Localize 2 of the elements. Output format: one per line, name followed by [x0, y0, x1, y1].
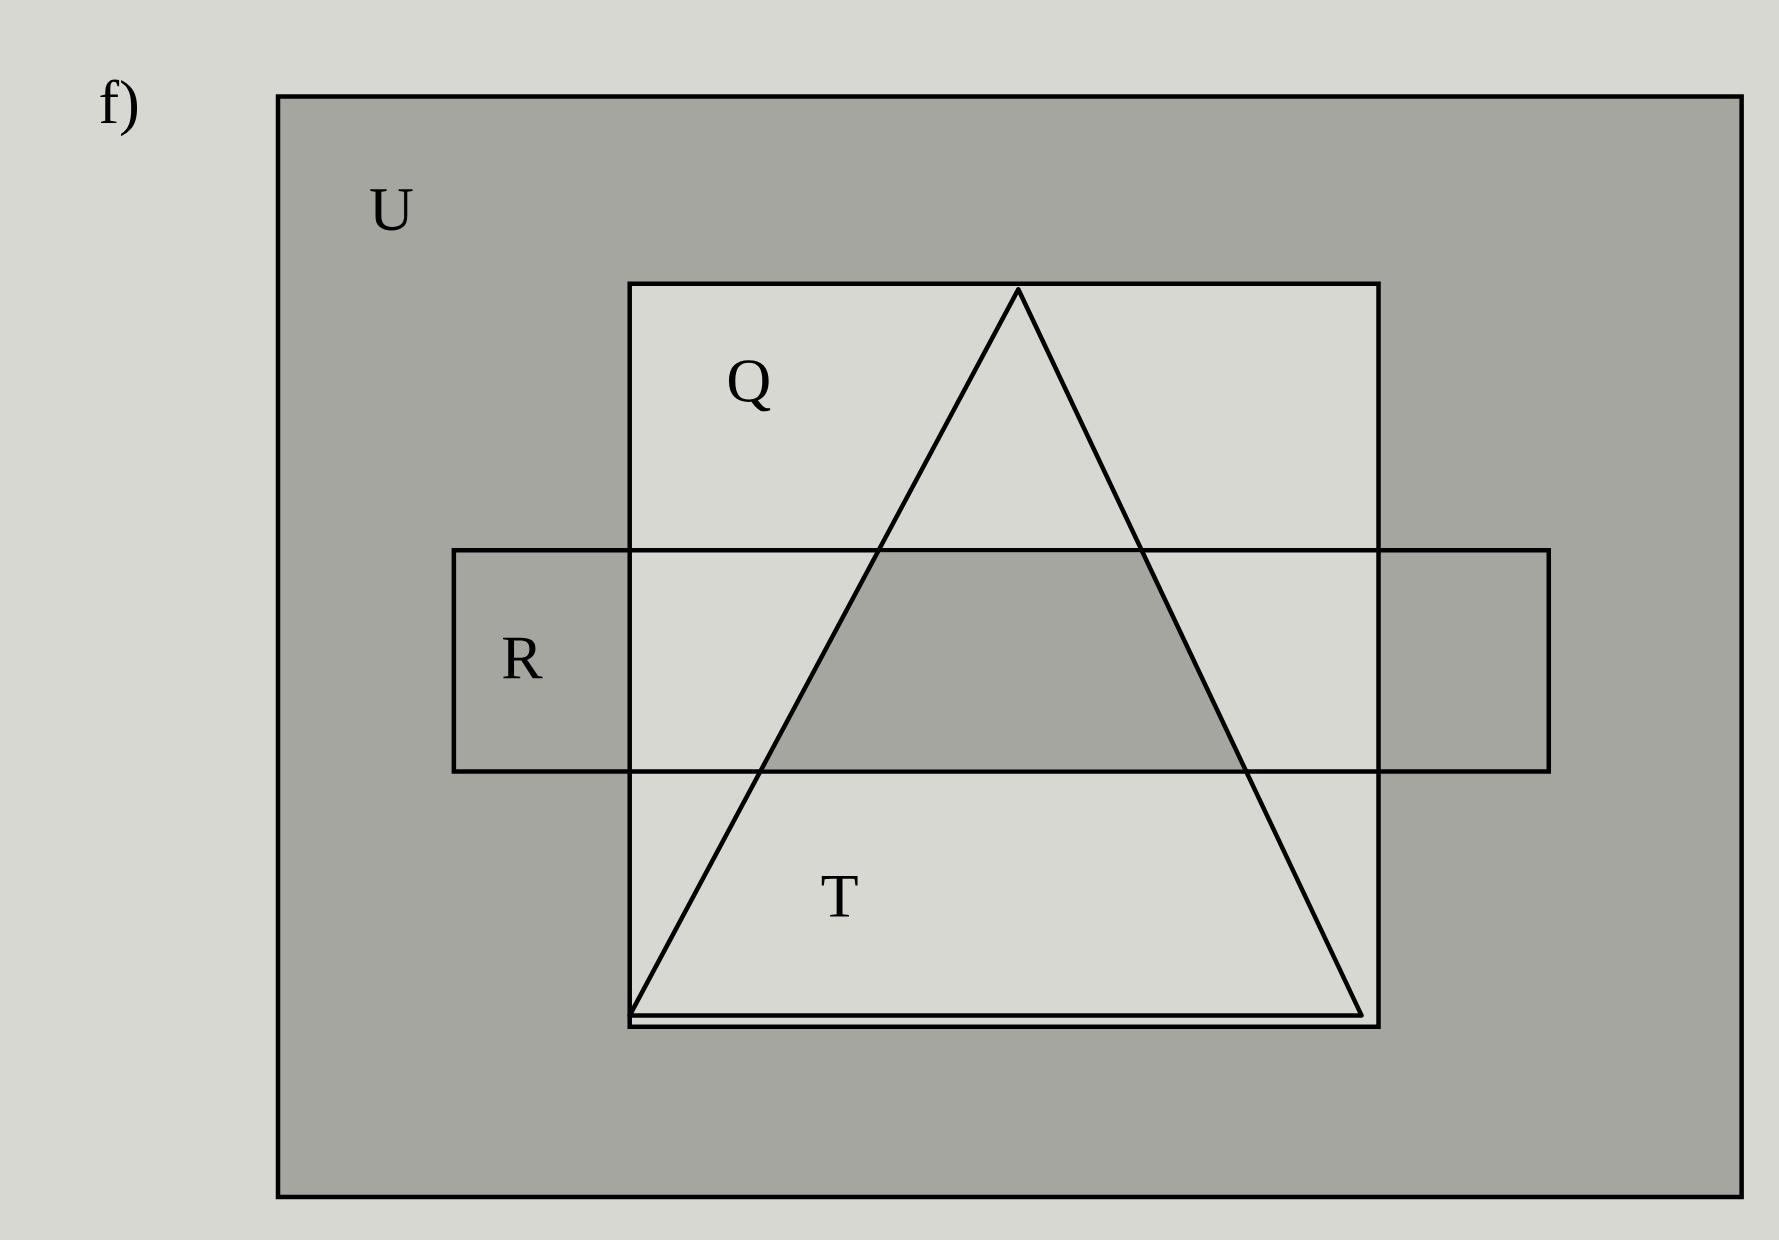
panel-label: f) [100, 79, 138, 137]
set-rectangle: R [451, 548, 1551, 774]
